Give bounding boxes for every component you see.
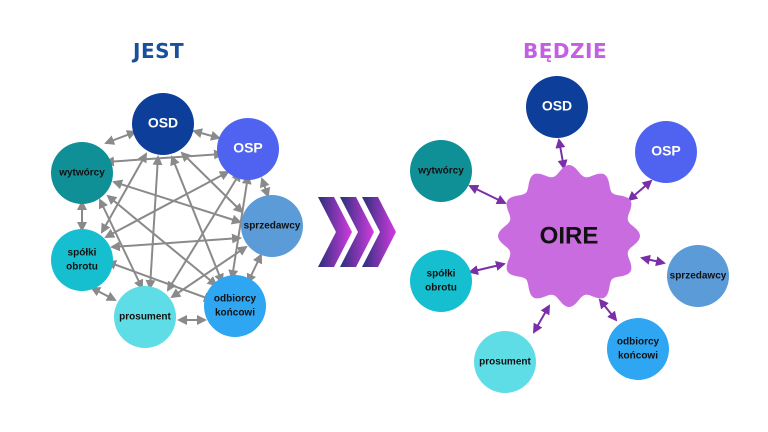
right-node-osd: OSD: [526, 76, 588, 138]
right-node-prosument: prosument: [474, 331, 536, 393]
left-node-odbiorcy-label-line1: odbiorcy: [214, 294, 257, 305]
right-node-osp-label: OSP: [651, 143, 681, 159]
right-node-wytworcy-label: wytwórcy: [417, 166, 464, 177]
right-node-odbiorcy-label-line1: odbiorcy: [617, 337, 660, 348]
right-node-spolki-label-line1: spółki: [427, 269, 456, 280]
jest-heading: JEST: [133, 39, 185, 63]
right-node-prosument-label: prosument: [479, 357, 531, 368]
oire-label: OIRE: [540, 222, 599, 249]
left-node-osp-label: OSP: [233, 140, 263, 156]
right-node-odbiorcy: odbiorcy końcowi: [607, 318, 669, 380]
right-node-spolki-obrotu: spółki obrotu: [410, 250, 472, 312]
right-connection-arrows: [468, 138, 666, 334]
left-node-prosument: prosument: [114, 286, 176, 348]
right-node-wytworcy: wytwórcy: [410, 140, 472, 202]
left-node-sprzedawcy-label: sprzedawcy: [244, 221, 301, 232]
left-node-wytworcy-label: wytwórcy: [58, 168, 105, 179]
right-node-osp: OSP: [635, 121, 697, 183]
oire-hub: OIRE: [498, 165, 640, 307]
left-node-sprzedawcy: sprzedawcy: [241, 195, 303, 257]
left-node-odbiorcy: odbiorcy końcowi: [204, 275, 266, 337]
right-node-osd-label: OSD: [542, 98, 572, 114]
left-node-osd-label: OSD: [148, 115, 178, 131]
left-node-osp: OSP: [217, 118, 279, 180]
left-node-odbiorcy-label-line2: końcowi: [215, 308, 255, 319]
left-node-spolki-label-line1: spółki: [68, 248, 97, 259]
left-connection-arrows: [77, 128, 271, 325]
right-node-sprzedawcy: sprzedawcy: [667, 245, 729, 307]
right-node-spolki-label-line2: obrotu: [425, 283, 457, 294]
left-node-wytworcy: wytwórcy: [51, 142, 113, 204]
right-node-sprzedawcy-label: sprzedawcy: [670, 271, 727, 282]
left-node-spolki-label-line2: obrotu: [66, 262, 98, 273]
left-node-osd: OSD: [132, 93, 194, 155]
right-node-odbiorcy-label-line2: końcowi: [618, 351, 658, 362]
transition-chevrons-icon: [318, 197, 396, 267]
left-node-spolki-obrotu: spółki obrotu: [51, 229, 113, 291]
left-node-prosument-label: prosument: [119, 312, 171, 323]
bedzie-heading: BĘDZIE: [523, 39, 608, 63]
